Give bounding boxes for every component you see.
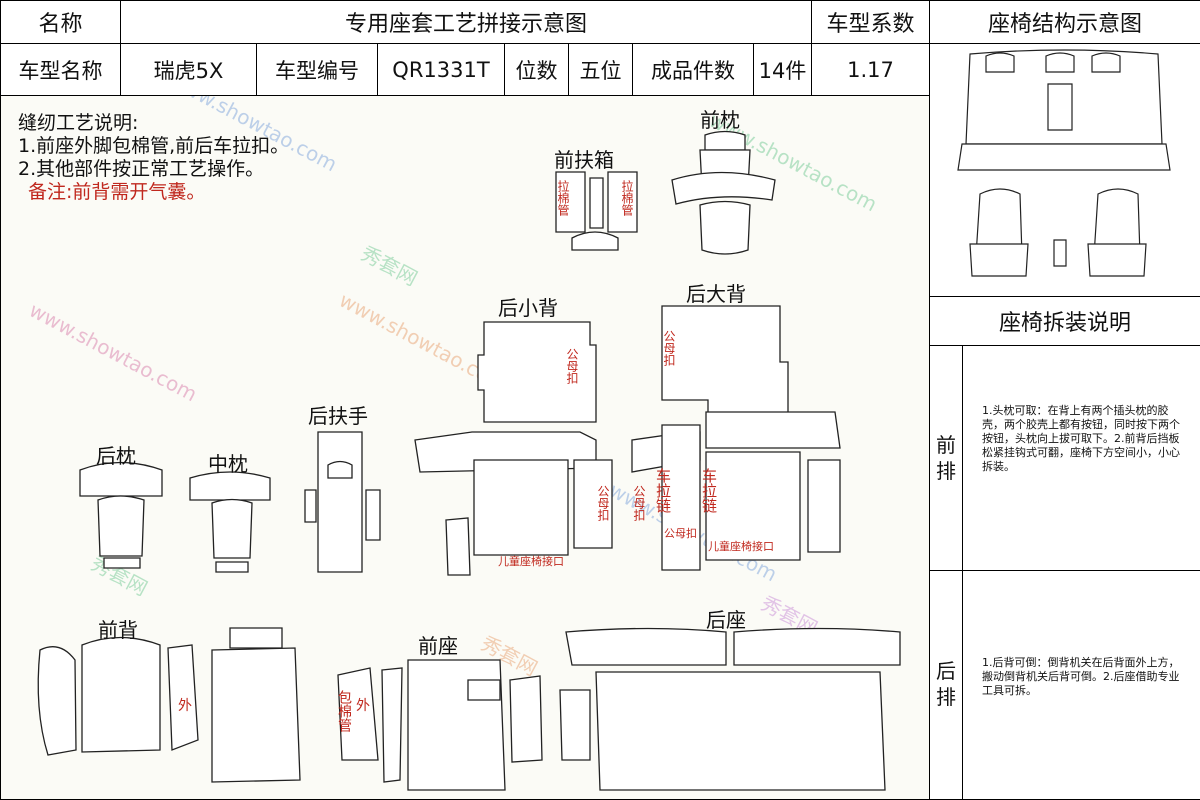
part-label-rear-seat: 后座 bbox=[706, 608, 746, 632]
seats-label: 位数 bbox=[504, 43, 569, 96]
rear-row-label: 后排 bbox=[936, 659, 956, 709]
front-row-label: 前排 bbox=[936, 433, 956, 483]
annotation-male-female-1: 公母扣 bbox=[565, 348, 579, 384]
sewing-notes: 缝纫工艺说明: 1.前座外脚包棉管,前后车拉扣。 2.其他部件按正常工艺操作。 … bbox=[18, 112, 289, 204]
part-label-front-console: 前扶箱 bbox=[554, 148, 614, 172]
part-label-rear-headrest: 后枕 bbox=[96, 444, 136, 468]
rear-small-back-pieces bbox=[414, 321, 613, 576]
annotation-wrap-pipe: 包棉管 bbox=[336, 690, 352, 732]
part-label-rear-small-back: 后小背 bbox=[498, 296, 558, 320]
annotation-outer-back: 外 bbox=[178, 698, 192, 714]
annotation-pull-pipe-left: 拉棉管 bbox=[556, 180, 570, 216]
annotation-male-female-3: 公母扣 bbox=[596, 485, 610, 521]
right-panel: 座椅结构示意图 座椅拆装说明 前排 1.头枕可取：在背上有两个插头枕的胶壳，两个… bbox=[929, 0, 1200, 799]
annotation-outer-seat: 外 bbox=[356, 698, 370, 714]
part-label-rear-armrest: 后扶手 bbox=[308, 404, 368, 428]
notes-line2: 2.其他部件按正常工艺操作。 bbox=[18, 158, 265, 180]
middle-headrest-pieces bbox=[189, 471, 271, 573]
pieces-value: 14件 bbox=[753, 43, 812, 96]
seats-value: 五位 bbox=[568, 43, 633, 96]
pieces-label: 成品件数 bbox=[632, 43, 754, 96]
model-label: 车型名称 bbox=[0, 43, 121, 96]
name-label: 名称 bbox=[0, 0, 121, 44]
part-label-front-headrest: 前枕 bbox=[700, 108, 740, 132]
annotation-zipper-left: 车拉链 bbox=[654, 468, 672, 513]
annotation-zipper-right: 车拉链 bbox=[700, 468, 718, 513]
model-value: 瑞虎5X bbox=[120, 43, 257, 96]
part-label-rear-big-back: 后大背 bbox=[686, 282, 746, 306]
rear-row-instructions: 1.后背可倒：倒背机关在后背面外上方，搬动倒背机关后背可倒。2.后座借助专业工具… bbox=[982, 656, 1180, 697]
front-row-instructions: 1.头枕可取：在背上有两个插头枕的胶壳，两个胶壳上都有按钮，同时按下两个按钮，头… bbox=[982, 404, 1180, 473]
code-label: 车型编号 bbox=[256, 43, 378, 96]
rear-seat-pieces bbox=[559, 627, 901, 791]
disassembly-title: 座椅拆装说明 bbox=[930, 296, 1200, 346]
code-value: QR1331T bbox=[377, 43, 505, 96]
front-console-pieces bbox=[555, 171, 638, 251]
annotation-child-seat-left: 儿童座椅接口 bbox=[498, 555, 564, 568]
annotation-male-female-2: 公母扣 bbox=[662, 330, 676, 366]
seat-structure-illustration bbox=[957, 49, 1171, 277]
part-label-front-back: 前背 bbox=[98, 618, 138, 642]
struct-title: 座椅结构示意图 bbox=[930, 0, 1200, 44]
coef-value: 1.17 bbox=[811, 43, 930, 96]
notes-remark: 备注:前背需开气囊。 bbox=[28, 181, 206, 203]
front-headrest-pieces bbox=[671, 130, 776, 255]
front-seat-pieces bbox=[337, 659, 543, 791]
part-label-front-seat: 前座 bbox=[418, 634, 458, 658]
rear-armrest-pieces bbox=[304, 431, 381, 573]
part-label-middle-headrest: 中枕 bbox=[208, 452, 248, 476]
annotation-hook: 公母扣 bbox=[664, 527, 697, 540]
rear-headrest-pieces bbox=[79, 461, 163, 569]
notes-title: 缝纫工艺说明: bbox=[18, 112, 139, 134]
pattern-pieces bbox=[37, 130, 901, 791]
front-back-pieces bbox=[37, 627, 301, 783]
annotation-child-seat-right: 儿童座椅接口 bbox=[708, 540, 774, 553]
rear-big-back-pieces bbox=[631, 305, 841, 571]
annotation-male-female-4: 公母扣 bbox=[632, 485, 646, 521]
notes-line1: 1.前座外脚包棉管,前后车拉扣。 bbox=[18, 135, 290, 157]
page-title: 专用座套工艺拼接示意图 bbox=[120, 0, 812, 44]
annotation-pull-pipe-right: 拉棉管 bbox=[620, 180, 634, 216]
